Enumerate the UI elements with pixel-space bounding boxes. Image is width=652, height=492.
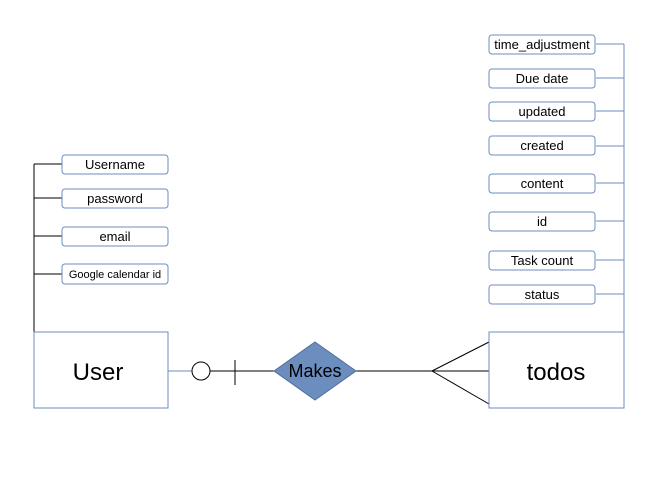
entity-user[interactable]: User [33,331,169,409]
attribute-label: updated [519,104,566,119]
attribute-label: id [537,214,547,229]
user-attribute-password[interactable]: password [61,188,169,209]
relationship-label: Makes [288,361,341,381]
attribute-label: Due date [516,71,569,86]
todos-attribute-updated[interactable]: updated [488,101,596,122]
attribute-label: Username [85,157,145,172]
entity-label: todos [527,359,586,386]
todos-attribute-connectors [596,43,625,372]
attribute-label: created [520,138,563,153]
attribute-label: email [99,229,130,244]
crows-foot-many-marker [431,341,490,405]
attribute-label: status [525,287,560,302]
user-to-makes-connector [168,360,274,385]
zero-optionality-marker [191,361,211,381]
attribute-label: Task count [511,253,574,268]
todos-attribute-content[interactable]: content [488,173,596,194]
makes-to-todos-connector [356,341,490,405]
todos-attribute-status[interactable]: status [488,284,596,305]
user-attribute-username[interactable]: Username [61,154,169,175]
attribute-label: time_adjustment [494,37,590,52]
todos-attribute-id[interactable]: id [488,211,596,232]
todos-attribute-created[interactable]: created [488,135,596,156]
entity-label: User [73,359,124,386]
user-attribute-google-calendar-id[interactable]: Google calendar id [61,263,169,285]
todos-attribute-due-date[interactable]: Due date [488,68,596,89]
entity-todos[interactable]: todos [488,331,625,409]
todos-attribute-time-adjustment[interactable]: time_adjustment [488,34,596,55]
attribute-label: Google calendar id [69,269,161,281]
todos-attribute-task-count[interactable]: Task count [488,250,596,271]
attribute-label: content [521,176,564,191]
relationship-makes[interactable]: Makes [273,341,357,401]
user-attribute-email[interactable]: email [61,226,169,247]
attribute-label: password [87,191,143,206]
